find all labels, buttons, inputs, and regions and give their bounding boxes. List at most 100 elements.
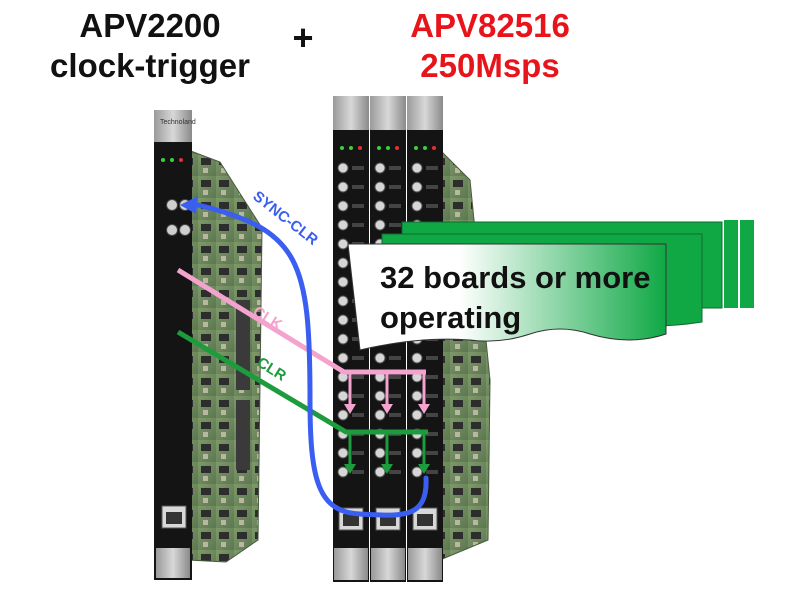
apv82516-pcb <box>439 148 491 561</box>
clr-arrow-icon <box>344 464 356 474</box>
adc-channel-connector-icon <box>337 466 349 478</box>
clr-wire <box>176 329 428 435</box>
callout-stack-bar <box>740 220 754 308</box>
adc-channel-connector-icon <box>374 447 386 459</box>
adc-channel-tag <box>389 375 401 379</box>
adc-channel-connector-icon <box>337 390 349 402</box>
adc-channel-connector-icon <box>374 181 386 193</box>
title-apv82516-line1: APV82516 <box>410 7 570 44</box>
adc-channel-connector-icon <box>337 295 349 307</box>
adc-channel-tag <box>389 413 401 417</box>
adc-channel-tag <box>352 413 364 417</box>
adc-channel-connector-icon <box>337 238 349 250</box>
adc-channel-tag <box>352 223 364 227</box>
apv2200-connector-2 <box>236 400 250 470</box>
clk-signal <box>176 267 430 414</box>
adc-channel-tag <box>426 185 438 189</box>
adc-channel-tag <box>352 451 364 455</box>
adc-channel-connector-icon <box>374 162 386 174</box>
lemo-connector-icon <box>179 224 191 236</box>
adc-channel-tag <box>389 394 401 398</box>
adc-channel-connector-icon <box>374 409 386 421</box>
adc-channel-tag <box>426 451 438 455</box>
title-apv2200-line2: clock-trigger <box>50 47 250 84</box>
adc-channel-tag <box>389 185 401 189</box>
callout-stack-bar <box>724 220 738 308</box>
title-apv2200-line1: APV2200 <box>79 7 221 44</box>
adc-channel-connector-icon <box>337 333 349 345</box>
sync-clr-signal <box>180 196 429 518</box>
adc-channel-connector-icon <box>411 409 423 421</box>
callout-layer-front <box>347 243 667 351</box>
adc-channel-connector-icon <box>411 162 423 174</box>
led-icon <box>432 146 436 150</box>
led-icon <box>349 146 353 150</box>
led-icon <box>395 146 399 150</box>
adc-channel-tag <box>426 356 438 360</box>
adc-channel-tag <box>352 470 364 474</box>
adc-channel-connector-icon <box>411 390 423 402</box>
clk-arrow-icon <box>418 404 430 414</box>
clk-arrow-icon <box>344 404 356 414</box>
adc-channel-connector-icon <box>337 162 349 174</box>
led-icon <box>179 158 183 162</box>
led-icon <box>170 158 174 162</box>
apv2200-board: Technoland <box>154 110 263 580</box>
adc-channel-tag <box>352 356 364 360</box>
lemo-connector-icon <box>166 199 178 211</box>
adc-channel-tag <box>352 375 364 379</box>
adc-channel-connector-icon <box>374 390 386 402</box>
adc-channel-connector-icon <box>411 352 423 364</box>
svg-text:Technoland: Technoland <box>160 119 196 126</box>
adc-channel-tag <box>426 470 438 474</box>
lemo-connector-icon <box>166 224 178 236</box>
adc-bottom-handle <box>334 548 368 580</box>
adc-channel-connector-icon <box>337 352 349 364</box>
adc-channel-connector-icon <box>411 200 423 212</box>
adc-channel-tag <box>389 223 401 227</box>
adc-channel-connector-icon <box>374 466 386 478</box>
led-icon <box>423 146 427 150</box>
title-apv82516: APV82516 250Msps <box>340 6 640 86</box>
adc-channel-tag <box>352 394 364 398</box>
adc-channel-tag <box>426 413 438 417</box>
adc-channel-connector-icon <box>411 447 423 459</box>
title-apv82516-line2: 250Msps <box>420 47 560 84</box>
adc-channel-connector-icon <box>411 466 423 478</box>
led-icon <box>377 146 381 150</box>
adc-bottom-handle <box>371 548 405 580</box>
adc-top-handle <box>370 96 406 130</box>
adc-channel-tag <box>426 204 438 208</box>
adc-channel-connector-icon <box>374 352 386 364</box>
adc-channel-tag <box>426 166 438 170</box>
adc-top-handle <box>407 96 443 130</box>
adc-channel-tag <box>389 204 401 208</box>
adc-bottom-handle <box>408 548 442 580</box>
boards-callout: 32 boards or more operating <box>347 220 754 351</box>
sync-clr-wire <box>195 202 429 518</box>
adc-channel-tag <box>426 432 438 436</box>
adc-channel-tag <box>352 337 364 341</box>
apv82516-board <box>333 96 369 582</box>
adc-channel-tag <box>389 166 401 170</box>
clk-arrow-icon <box>381 404 393 414</box>
adc-channel-connector-icon <box>337 409 349 421</box>
apv2200-bottom-handle <box>156 548 190 578</box>
adc-channel-tag <box>389 451 401 455</box>
led-icon <box>386 146 390 150</box>
lan-port-socket <box>417 514 433 526</box>
adc-channel-connector-icon <box>337 219 349 231</box>
adc-channel-connector-icon <box>374 219 386 231</box>
led-icon <box>358 146 362 150</box>
led-icon <box>340 146 344 150</box>
title-apv2200: APV2200 clock-trigger <box>0 6 300 86</box>
led-icon <box>414 146 418 150</box>
adc-channel-tag <box>352 204 364 208</box>
lan-port-socket <box>343 514 359 526</box>
callout-line2: operating <box>380 300 521 335</box>
adc-channel-tag <box>389 356 401 360</box>
adc-channel-tag <box>426 394 438 398</box>
title-plus: + <box>292 17 314 58</box>
adc-top-handle <box>333 96 369 130</box>
